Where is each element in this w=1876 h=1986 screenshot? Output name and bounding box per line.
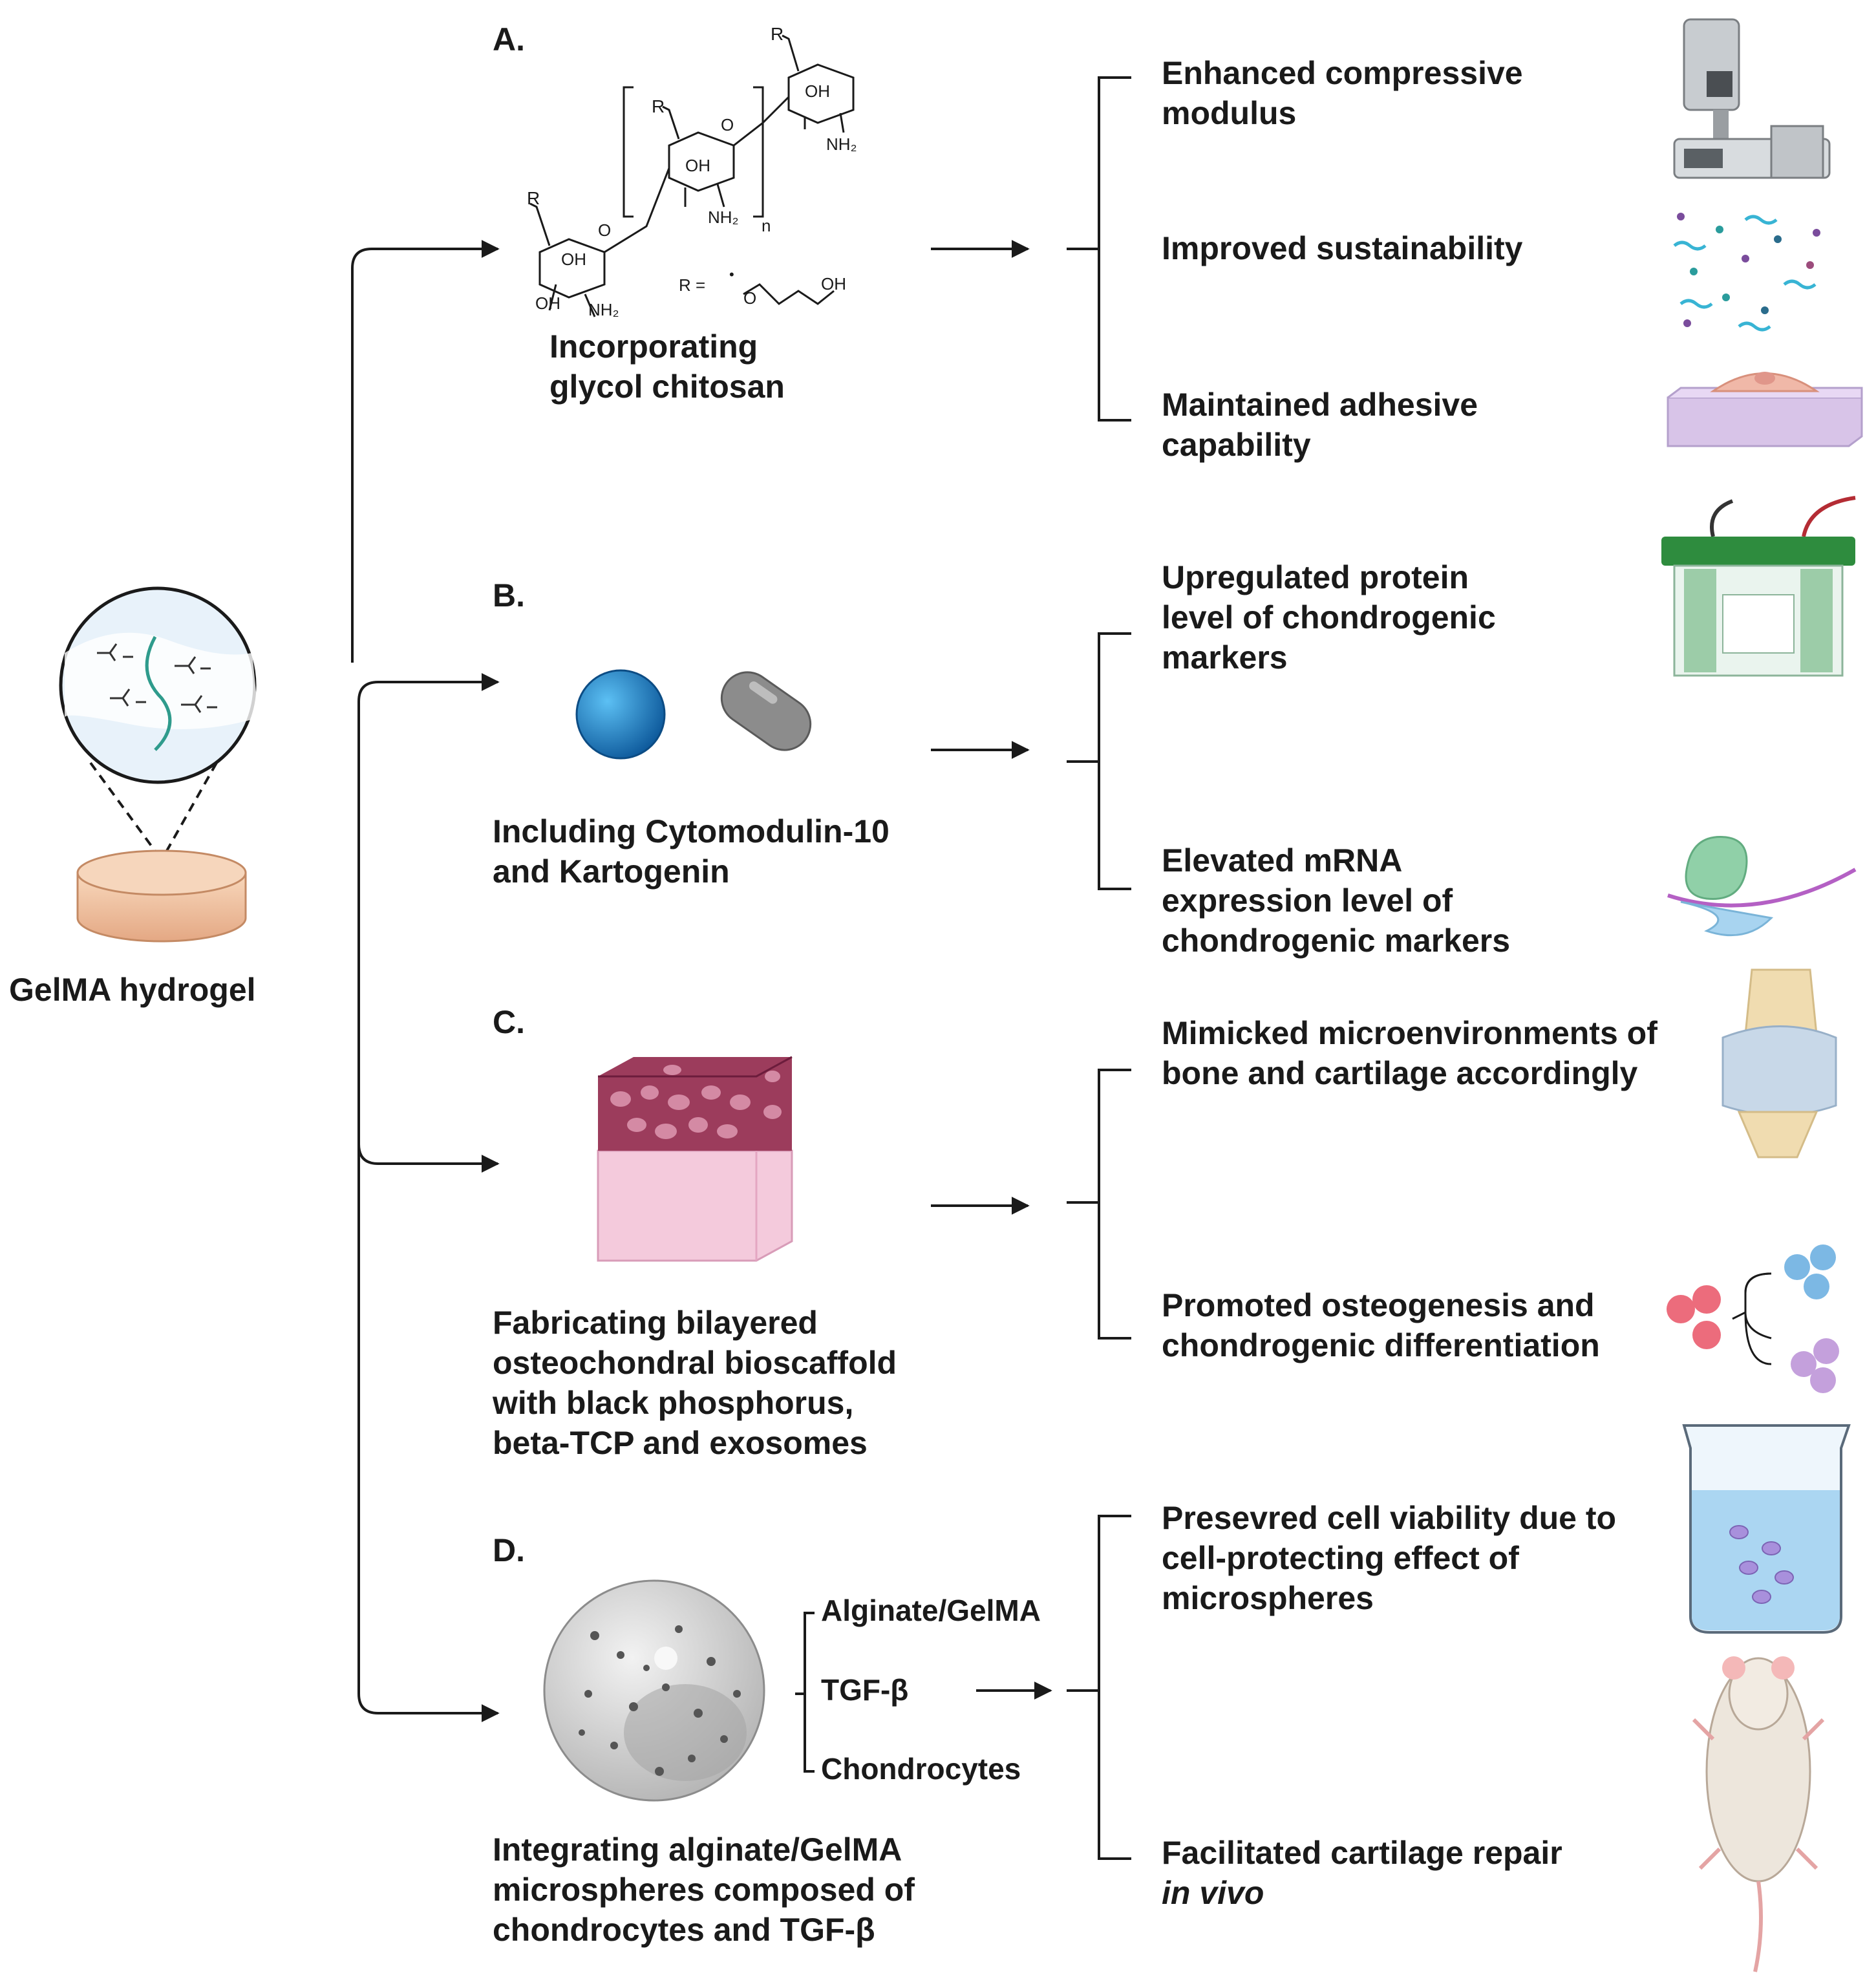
- outcome-b1-line-3: markers: [1162, 639, 1288, 676]
- components-bracket: [795, 1612, 815, 1773]
- outcome-d1: Presevred cell viability due to cell-pro…: [1162, 1498, 1616, 1618]
- outcome-c1: Mimicked microenvironments of bone and c…: [1162, 1013, 1657, 1093]
- outcome-a2-line-1: Improved sustainability: [1162, 230, 1523, 266]
- outcome-b1: Upregulated protein level of chondrogeni…: [1162, 557, 1496, 678]
- section-b-letter: B.: [493, 577, 525, 614]
- mol-label-r-def-o: O: [743, 288, 756, 308]
- outcome-a3: Maintained adhesive capability: [1162, 385, 1478, 465]
- outcome-b2-line-2: expression level of: [1162, 882, 1453, 919]
- outcome-d2: Facilitated cartilage repair in vivo: [1162, 1833, 1562, 1913]
- mol-label-r-def: R =: [679, 275, 705, 295]
- outcome-a3-line-1: Maintained adhesive: [1162, 387, 1478, 423]
- particles-icon: [1673, 213, 1820, 332]
- outcome-a1-line-1: Enhanced compressive: [1162, 55, 1523, 91]
- section-arrows: [931, 240, 1052, 1700]
- outcome-c1-line-2: bone and cartilage accordingly: [1162, 1055, 1638, 1091]
- outcome-b2-line-1: Elevated mRNA: [1162, 842, 1403, 879]
- hydrogel-disc-icon: [76, 849, 247, 943]
- electrophoresis-icon: [1661, 496, 1856, 677]
- section-c-strategy-line-3: with black phosphorus,: [493, 1385, 854, 1421]
- outcome-d1-line-2: cell-protecting effect of: [1162, 1540, 1519, 1576]
- outcome-c1-line-1: Mimicked microenvironments of: [1162, 1015, 1657, 1051]
- bilayer-scaffold-icon: [597, 1056, 793, 1262]
- microsphere-icon: [543, 1579, 765, 1802]
- mechanical-tester-icon: [1673, 18, 1831, 179]
- section-d-strategy-line-2: microspheres composed of: [493, 1872, 915, 1908]
- outcome-a1-line-2: modulus: [1162, 95, 1297, 131]
- outcome-brackets: [1067, 76, 1131, 1860]
- section-a-letter: A.: [493, 21, 525, 58]
- mol-label-o1: O: [598, 220, 611, 240]
- section-c-letter: C.: [493, 1004, 525, 1040]
- mol-label-oh4: OH: [805, 81, 830, 101]
- zoom-line-left: [89, 762, 163, 861]
- mol-label-nh2-1: NH₂: [588, 300, 619, 319]
- section-b-strategy: Including Cytomodulin-10 and Kartogenin: [493, 811, 890, 892]
- outcome-b1-line-1: Upregulated protein: [1162, 559, 1469, 595]
- pill-icon: [720, 671, 812, 751]
- mol-label-oh2: OH: [535, 294, 560, 313]
- section-a-strategy-line-1: Incorporating: [549, 328, 758, 365]
- polymer-network-icon: [59, 586, 259, 784]
- outcome-c2: Promoted osteogenesis and chondrogenic d…: [1162, 1285, 1600, 1365]
- mol-label-oh3: OH: [685, 156, 710, 175]
- beaker-icon: [1682, 1424, 1851, 1634]
- component-alginate-gelma: Alginate/GelMA: [821, 1594, 1041, 1627]
- outcome-a1: Enhanced compressive modulus: [1162, 53, 1523, 133]
- mol-label-r2: R: [652, 96, 665, 116]
- outcome-b2: Elevated mRNA expression level of chondr…: [1162, 840, 1510, 961]
- component-tgf-beta: TGF-β: [821, 1673, 909, 1707]
- section-b-strategy-line-2: and Kartogenin: [493, 853, 730, 890]
- outcome-c2-line-2: chondrogenic differentiation: [1162, 1327, 1600, 1363]
- mol-label-nh2-2: NH₂: [708, 208, 739, 227]
- branch-connector: [351, 240, 500, 1722]
- outcome-a3-line-2: capability: [1162, 427, 1311, 463]
- section-c-strategy: Fabricating bilayered osteochondral bios…: [493, 1303, 897, 1463]
- cell-differentiation-icon: [1667, 1244, 1839, 1393]
- section-c-strategy-line-1: Fabricating bilayered: [493, 1305, 818, 1341]
- section-d-strategy: Integrating alginate/GelMA microspheres …: [493, 1830, 915, 1950]
- mol-label-r1: R: [527, 188, 540, 208]
- zoom-line-right: [160, 762, 218, 860]
- section-b-strategy-line-1: Including Cytomodulin-10: [493, 813, 890, 849]
- mol-label-oh1: OH: [561, 250, 586, 269]
- ribosome-mrna-icon: [1667, 836, 1857, 937]
- section-c-strategy-line-2: osteochondral bioscaffold: [493, 1345, 897, 1381]
- mol-label-r-def-dot: •: [729, 266, 734, 283]
- section-d-letter: D.: [493, 1532, 525, 1568]
- outcome-c2-line-1: Promoted osteogenesis and: [1162, 1287, 1595, 1323]
- glycol-chitosan-structure: [529, 34, 855, 317]
- outcome-d1-line-3: microspheres: [1162, 1580, 1374, 1616]
- section-c-strategy-line-4: beta-TCP and exosomes: [493, 1425, 868, 1461]
- mol-label-r-def-oh: OH: [821, 274, 846, 294]
- mol-label-n: n: [762, 216, 771, 235]
- outcome-b2-line-3: chondrogenic markers: [1162, 923, 1511, 959]
- outcome-b1-line-2: level of chondrogenic: [1162, 599, 1496, 635]
- section-a-strategy-line-2: glycol chitosan: [549, 368, 785, 405]
- knee-joint-icon: [1721, 968, 1837, 1158]
- section-d-strategy-line-1: Integrating alginate/GelMA: [493, 1831, 902, 1868]
- mol-label-nh2-3: NH₂: [826, 134, 857, 154]
- component-chondrocytes: Chondrocytes: [821, 1752, 1021, 1786]
- mol-label-r3: R: [771, 24, 783, 44]
- sphere-icon: [575, 669, 666, 760]
- mol-label-o2: O: [721, 115, 734, 134]
- adhesive-cell-icon: [1667, 372, 1863, 447]
- outcome-d1-line-1: Presevred cell viability due to: [1162, 1500, 1617, 1536]
- outcome-d2-line-1: Facilitated cartilage repair: [1162, 1835, 1562, 1871]
- section-a-strategy: Incorporating glycol chitosan: [549, 326, 785, 407]
- mouse-icon: [1692, 1656, 1825, 1972]
- outcome-d2-line-2: in vivo: [1162, 1875, 1264, 1911]
- section-d-strategy-line-3: chondrocytes and TGF-β: [493, 1912, 875, 1948]
- outcome-a2: Improved sustainability: [1162, 228, 1522, 268]
- hydrogel-label: GelMA hydrogel: [9, 972, 256, 1008]
